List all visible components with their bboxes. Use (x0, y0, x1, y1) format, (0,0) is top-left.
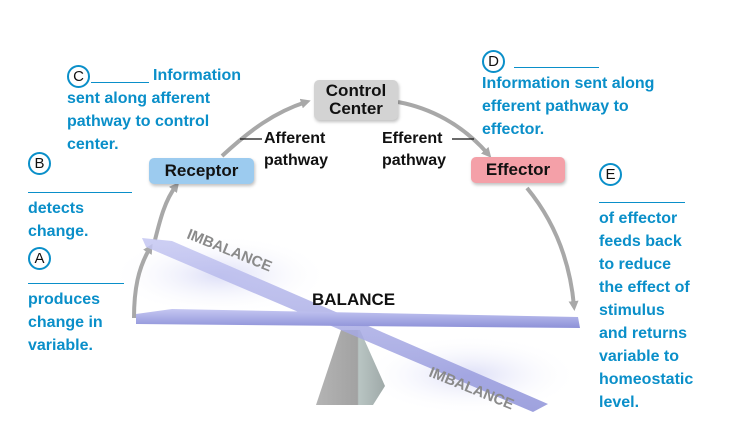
text-line: efferent pathway to (482, 98, 629, 115)
afferent-pathway-label: Afferent pathway (264, 128, 328, 172)
efferent-pathway-label: Efferent pathway (382, 128, 446, 172)
text-line: stimulus (599, 302, 665, 319)
text-line: change in (28, 314, 103, 331)
text-line: to reduce (599, 256, 672, 273)
receptor-box: Receptor (149, 158, 254, 184)
text-line: Efferent (382, 130, 443, 147)
label-e-marker: E (599, 163, 622, 186)
arrow-imbalance-to-receptor (153, 182, 180, 241)
box-text-line: Center (329, 99, 383, 118)
label-b-marker: B (28, 152, 51, 175)
text-line: and returns (599, 325, 688, 342)
label-e-description: of effector feeds back to reduce the eff… (599, 207, 693, 414)
text-line: homeostatic (599, 371, 694, 388)
label-d-marker: D (482, 50, 505, 73)
label-b-blank[interactable] (28, 192, 132, 193)
box-text-line: Control (325, 81, 387, 100)
label-a-description: produces change in variable. (28, 288, 103, 357)
control-center-box: Control Center (314, 80, 398, 120)
text-line: detects (28, 200, 85, 217)
text-line: change. (28, 223, 89, 240)
text-line: variable. (28, 337, 93, 354)
text-line: feeds back (599, 233, 682, 250)
label-b-description: detects change. (28, 197, 88, 243)
label-c-blank[interactable] (91, 82, 149, 83)
label-a-blank[interactable] (28, 283, 124, 284)
arrow-effector-to-balance (525, 186, 579, 311)
text-line: pathway (382, 152, 447, 169)
text-line: center. (67, 136, 119, 153)
effector-box: Effector (471, 157, 565, 183)
text-line: Information sent along (482, 75, 655, 92)
text-line: sent along afferent (67, 90, 211, 107)
text-line: produces (28, 291, 101, 308)
label-a-marker: A (28, 247, 51, 270)
balance-beam (136, 309, 580, 328)
text-line: pathway to control (67, 113, 210, 130)
text-line: effector. (482, 121, 545, 138)
arrow-a-to-imbalance (132, 243, 153, 319)
arrow-control-to-effector (397, 100, 492, 158)
label-c-text-line1: Information (153, 67, 241, 84)
label-c-description: sent along afferent pathway to control c… (67, 87, 210, 156)
balance-label: BALANCE (312, 290, 395, 309)
fulcrum (316, 330, 385, 405)
text-line: variable to (599, 348, 680, 365)
text-line: Afferent (264, 130, 326, 147)
arrow-receptor-to-control (220, 98, 311, 158)
text-line: the effect of (599, 279, 690, 296)
label-c-marker: C (67, 65, 90, 88)
text-line: level. (599, 394, 640, 411)
label-d-description: Information sent along efferent pathway … (482, 72, 654, 141)
text-line: pathway (264, 152, 329, 169)
label-d-blank[interactable] (514, 67, 599, 68)
text-line: of effector (599, 210, 678, 227)
label-e-blank[interactable] (599, 202, 685, 203)
